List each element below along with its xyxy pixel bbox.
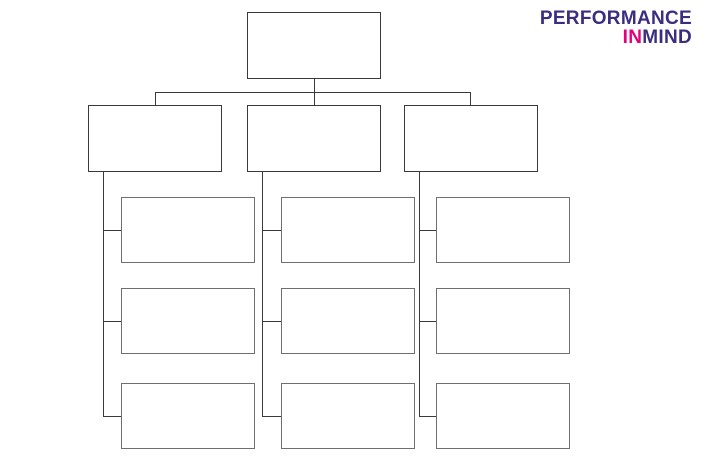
connector-root-drop <box>314 79 315 93</box>
connector-bus-drop-left <box>155 92 156 106</box>
connector-stub-c1-r0 <box>262 230 282 231</box>
node-level3-c2-r2[interactable] <box>436 383 570 449</box>
connector-spine-column-0 <box>103 172 104 417</box>
logo-word-in: IN <box>622 27 643 48</box>
node-level2-2[interactable] <box>404 105 538 172</box>
node-level3-c0-r1[interactable] <box>121 288 255 354</box>
connector-stub-c1-r2 <box>262 416 282 417</box>
connector-stub-c2-r0 <box>419 230 437 231</box>
connector-bus-drop-right <box>470 92 471 106</box>
node-root[interactable] <box>247 12 381 79</box>
performance-in-mind-logo: PERFORMANCE INMIND <box>540 9 692 47</box>
node-level2-0[interactable] <box>88 105 222 172</box>
connector-stub-c2-r2 <box>419 416 437 417</box>
connector-bus-horizontal <box>155 92 471 93</box>
connector-stub-c2-r1 <box>419 321 437 322</box>
connector-bus-drop-middle <box>314 92 315 106</box>
node-level3-c2-r0[interactable] <box>436 197 570 263</box>
node-level2-1[interactable] <box>247 105 381 172</box>
connector-stub-c0-r0 <box>103 230 122 231</box>
node-level3-c0-r0[interactable] <box>121 197 255 263</box>
node-level3-c1-r0[interactable] <box>281 197 415 263</box>
logo-word-mind: MIND <box>642 27 692 48</box>
node-level3-c1-r1[interactable] <box>281 288 415 354</box>
connector-spine-column-2 <box>419 172 420 417</box>
connector-stub-c0-r1 <box>103 321 122 322</box>
node-level3-c0-r2[interactable] <box>121 383 255 449</box>
logo-line-performance: PERFORMANCE <box>539 8 692 29</box>
connector-stub-c1-r1 <box>262 321 282 322</box>
node-level3-c2-r1[interactable] <box>436 288 570 354</box>
connector-stub-c0-r2 <box>103 416 122 417</box>
node-level3-c1-r2[interactable] <box>281 383 415 449</box>
connector-spine-column-1 <box>262 172 263 417</box>
